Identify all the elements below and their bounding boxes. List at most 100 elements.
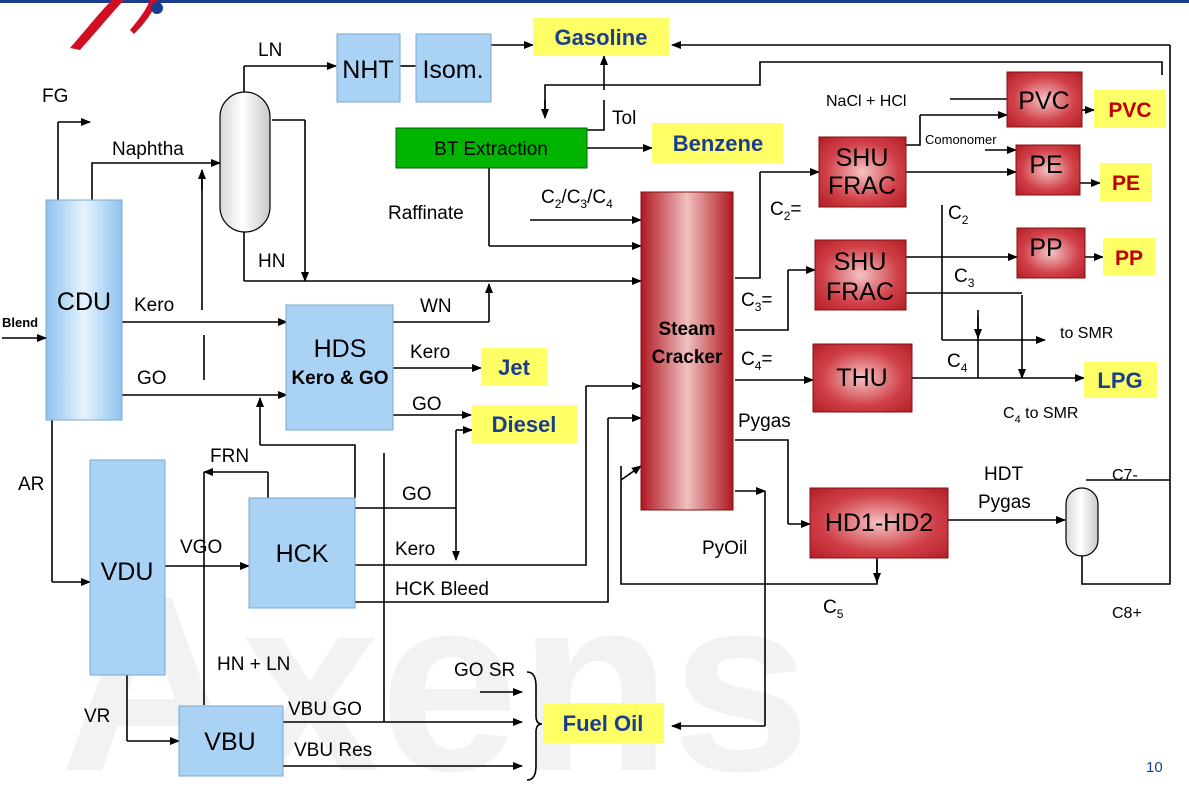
- hck-unit: HCK: [248, 497, 356, 609]
- label-c3: C3: [954, 266, 975, 290]
- svg-text:Kero & GO: Kero & GO: [291, 368, 388, 389]
- pygas-splitter-vessel: [1065, 487, 1099, 557]
- label-go-hds: GO: [412, 394, 442, 415]
- product-pp: PP: [1103, 238, 1155, 276]
- isom-unit: Isom.: [415, 33, 492, 103]
- label-hn: HN: [258, 251, 285, 272]
- page-number: 10: [1146, 759, 1163, 776]
- svg-text:HD1-HD2: HD1-HD2: [825, 509, 933, 537]
- label-fg: FG: [42, 86, 68, 107]
- svg-text:VDU: VDU: [101, 558, 154, 586]
- naphtha-splitter-vessel: [219, 91, 271, 233]
- svg-text:PVC: PVC: [1108, 99, 1151, 122]
- label-wn: WN: [420, 296, 452, 317]
- vdu-unit: VDU: [89, 459, 166, 676]
- bt-extraction-unit: BT Extraction: [395, 127, 588, 169]
- svg-text:PP: PP: [1029, 234, 1062, 262]
- svg-text:Cracker: Cracker: [652, 347, 723, 368]
- svg-text:SHU: SHU: [836, 144, 889, 172]
- label-frn: FRN: [210, 446, 249, 467]
- label-to-smr: to SMR: [1060, 325, 1113, 342]
- label-c4-to-smr: C4 to SMR: [1003, 405, 1078, 426]
- label-c4-eq: C4=: [741, 349, 773, 373]
- logo-mark: [0, 0, 1189, 50]
- label-hck-bleed: HCK Bleed: [395, 579, 489, 600]
- pe-unit: PE: [1015, 144, 1081, 196]
- steam-cracker-unit: Steam Cracker: [640, 191, 734, 511]
- svg-text:FRAC: FRAC: [828, 172, 896, 200]
- product-pvc: PVC: [1094, 90, 1166, 128]
- stream-lines: [51, 41, 1171, 770]
- shu-frac-2-unit: SHU FRAC: [814, 239, 907, 311]
- vbu-unit: VBU: [178, 705, 284, 777]
- thu-unit: THU: [812, 343, 913, 413]
- label-kero-cdu: Kero: [134, 295, 174, 316]
- svg-text:Fuel Oil: Fuel Oil: [563, 711, 644, 736]
- label-pygas: Pygas: [738, 411, 791, 432]
- svg-text:HDS: HDS: [314, 335, 367, 363]
- label-go-sr: GO SR: [454, 660, 515, 681]
- label-ln: LN: [258, 40, 282, 61]
- label-go-cdu: GO: [137, 368, 167, 389]
- label-kero-hds: Kero: [410, 342, 450, 363]
- label-c5: C5: [823, 597, 844, 621]
- label-vbu-go: VBU GO: [288, 699, 362, 720]
- pp-unit: PP: [1016, 227, 1086, 279]
- svg-text:SHU: SHU: [834, 248, 887, 276]
- label-hdt: HDT: [984, 464, 1023, 485]
- label-tol: Tol: [612, 108, 636, 129]
- product-diesel: Diesel: [472, 405, 577, 443]
- svg-text:NHT: NHT: [342, 56, 393, 84]
- svg-text:BT Extraction: BT Extraction: [434, 139, 548, 160]
- product-benzene: Benzene: [652, 123, 783, 163]
- svg-text:PE: PE: [1112, 172, 1140, 195]
- label-c2-eq: C2=: [770, 199, 802, 223]
- product-jet: Jet: [481, 348, 547, 386]
- fuel-oil-brace: [526, 671, 543, 781]
- product-pe: PE: [1100, 163, 1152, 201]
- label-nacl-hcl: NaCl + HCl: [826, 93, 906, 110]
- pvc-unit: PVC: [1006, 71, 1083, 128]
- label-ar: AR: [18, 474, 44, 495]
- shu-frac-1-unit: SHU FRAC: [818, 136, 907, 208]
- label-raffinate: Raffinate: [388, 203, 464, 224]
- label-go-hck: GO: [402, 484, 432, 505]
- svg-text:THU: THU: [836, 364, 887, 392]
- label-c2: C2: [948, 203, 969, 227]
- label-vgo: VGO: [180, 537, 222, 558]
- svg-text:Diesel: Diesel: [492, 412, 557, 437]
- label-hn-ln: HN + LN: [217, 654, 290, 675]
- label-vbu-res: VBU Res: [294, 740, 372, 761]
- svg-text:Gasoline: Gasoline: [555, 25, 648, 50]
- label-blend: Blend: [2, 315, 38, 330]
- nht-unit: NHT: [336, 33, 401, 103]
- svg-text:Benzene: Benzene: [673, 131, 763, 156]
- svg-text:VBU: VBU: [204, 728, 255, 756]
- label-c7: C7-: [1112, 467, 1138, 484]
- product-lpg: LPG: [1084, 362, 1157, 398]
- label-c3-eq: C3=: [741, 290, 773, 314]
- label-c4: C4: [947, 351, 968, 375]
- svg-text:Isom.: Isom.: [422, 56, 483, 84]
- svg-text:PP: PP: [1115, 247, 1143, 270]
- cdu-unit: CDU: [45, 199, 123, 421]
- label-hdt-pygas: Pygas: [978, 492, 1031, 513]
- svg-text:HCK: HCK: [276, 540, 329, 568]
- label-c8: C8+: [1112, 605, 1142, 622]
- svg-text:LPG: LPG: [1097, 368, 1142, 393]
- hds-unit: HDS Kero & GO: [285, 304, 394, 431]
- svg-text:CDU: CDU: [57, 288, 111, 316]
- hd1-hd2-unit: HD1-HD2: [809, 487, 949, 559]
- stream-labels: FG Naphtha LN HN Blend Kero GO AR VGO FR…: [2, 40, 1142, 761]
- label-kero-hck: Kero: [395, 539, 435, 560]
- svg-text:PVC: PVC: [1018, 87, 1069, 115]
- label-naphtha: Naphtha: [112, 139, 184, 160]
- product-gasoline: Gasoline: [533, 18, 669, 56]
- label-vr: VR: [84, 706, 110, 727]
- svg-text:Steam: Steam: [658, 319, 715, 340]
- label-comonomer: Comonomer: [925, 132, 997, 147]
- product-fuel-oil: Fuel Oil: [543, 703, 664, 743]
- svg-text:FRAC: FRAC: [826, 278, 894, 306]
